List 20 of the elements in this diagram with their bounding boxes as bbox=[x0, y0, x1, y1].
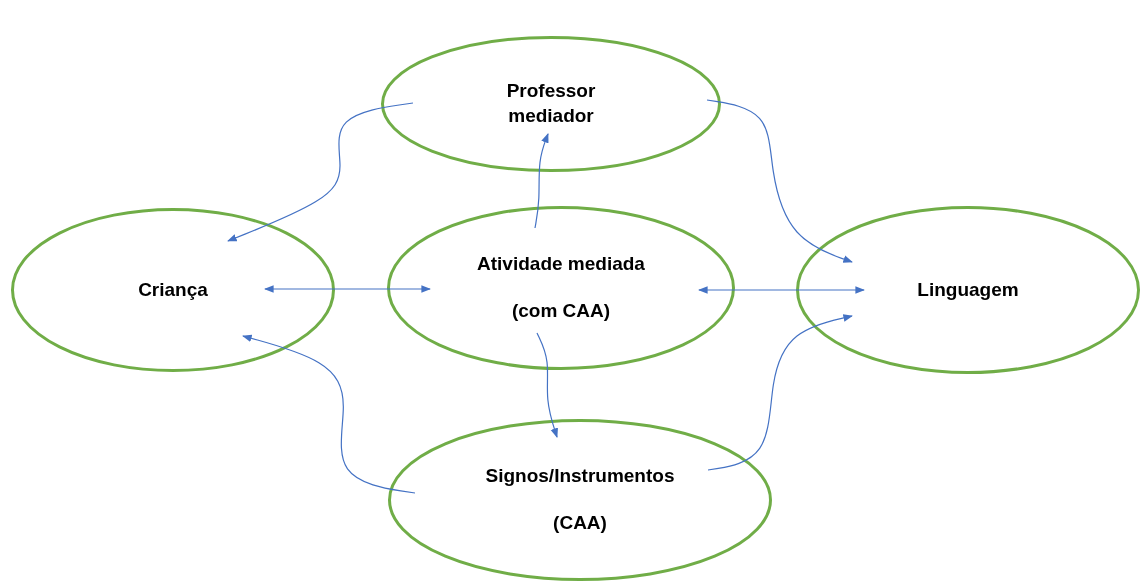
node-label: Linguagem bbox=[917, 277, 1019, 302]
node-label: (CAA) bbox=[553, 511, 607, 535]
ellipse-node bbox=[796, 206, 1140, 374]
node-label: Atividade mediada bbox=[477, 252, 645, 277]
ellipse-node bbox=[11, 208, 335, 372]
curved-arrow bbox=[536, 332, 558, 438]
curved-arrow bbox=[264, 285, 431, 293]
node-label: Professor mediador bbox=[505, 79, 597, 128]
node-label: Criança bbox=[138, 277, 208, 302]
curved-arrow bbox=[534, 133, 549, 229]
ellipse-node bbox=[381, 36, 721, 172]
ellipse-node bbox=[387, 206, 735, 370]
curved-arrow bbox=[242, 334, 416, 494]
ellipse-node bbox=[388, 419, 772, 581]
curved-arrow bbox=[706, 99, 853, 263]
curved-arrow bbox=[227, 102, 414, 242]
node-label: (com CAA) bbox=[511, 299, 611, 323]
curved-arrow bbox=[698, 286, 865, 294]
curved-arrow bbox=[707, 314, 853, 471]
node-label: Signos/Instrumentos bbox=[485, 464, 675, 489]
